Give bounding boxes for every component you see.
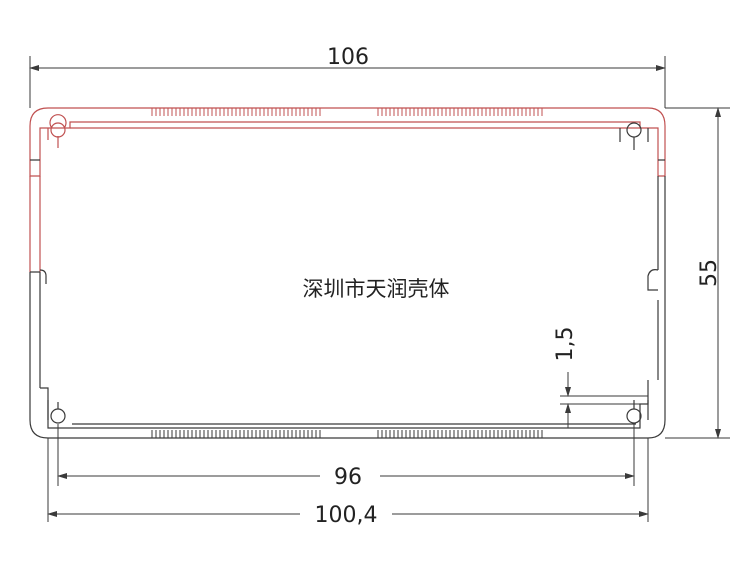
dimension-bottom-width-label: 100,4	[315, 503, 378, 528]
top-wall-outline	[29, 107, 666, 177]
dimension-inner-width-label: 96	[334, 465, 362, 490]
screw-slot-top-right	[619, 122, 649, 150]
dimension-top-width-label: 106	[327, 45, 369, 70]
dimension-bottom-width	[47, 438, 649, 522]
side-notches	[30, 159, 665, 291]
left-wall-upper	[29, 176, 41, 272]
right-wall	[657, 176, 666, 380]
screw-slot-bottom-right	[626, 400, 649, 424]
screw-slot-top-left	[47, 114, 67, 148]
profile-outer	[29, 107, 666, 439]
dimension-height	[665, 107, 730, 439]
bottom-serrations	[151, 430, 543, 438]
screw-slot-bottom-left	[47, 400, 66, 424]
dimension-inner-width	[57, 424, 635, 486]
dimension-wall-thickness-label: 1,5	[553, 327, 578, 362]
top-serrations	[151, 108, 543, 116]
dimension-top-width	[29, 56, 666, 108]
dimension-height-label: 55	[697, 259, 722, 287]
company-watermark: 深圳市天润壳体	[303, 277, 450, 301]
dimension-wall-thickness	[560, 372, 648, 428]
